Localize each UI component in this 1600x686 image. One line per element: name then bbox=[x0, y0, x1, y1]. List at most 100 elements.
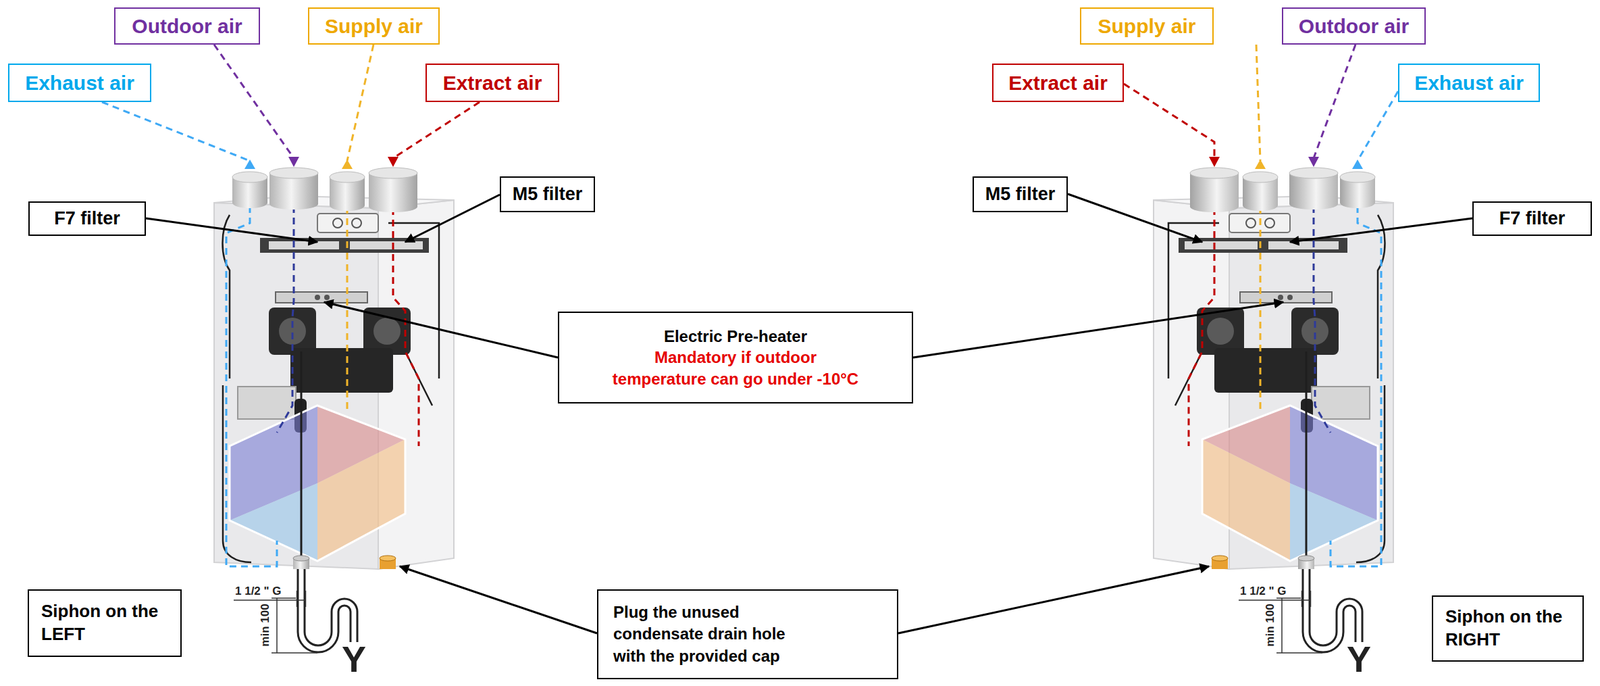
heat-exchanger bbox=[229, 405, 406, 561]
part-label-box: F7 filter bbox=[28, 201, 146, 236]
air-label-box: Supply air bbox=[307, 7, 440, 45]
motor-block bbox=[290, 347, 394, 393]
siphon-box: Siphon on the LEFT bbox=[27, 588, 182, 657]
arrowhead bbox=[1308, 156, 1320, 167]
f7-filter bbox=[268, 241, 340, 250]
heater-dot bbox=[314, 294, 321, 300]
fan-hub bbox=[373, 317, 401, 345]
arrowhead bbox=[341, 159, 353, 169]
condensate-pipe bbox=[300, 351, 303, 558]
air-leader bbox=[1256, 44, 1261, 161]
control-knob bbox=[332, 218, 343, 228]
port bbox=[368, 167, 418, 179]
port bbox=[269, 198, 319, 210]
air-label-box: Extract air bbox=[992, 63, 1124, 102]
node-text: Supply air bbox=[318, 14, 429, 39]
air-label-box: Outdoor air bbox=[1281, 7, 1426, 45]
node-text: M5 filter bbox=[510, 183, 585, 205]
ventilation-unit bbox=[214, 167, 454, 569]
leader-line bbox=[399, 565, 598, 633]
siphon bbox=[1238, 568, 1359, 653]
port bbox=[368, 201, 418, 213]
wire bbox=[222, 214, 440, 562]
dimension-label: min 100 bbox=[259, 603, 271, 646]
fan bbox=[363, 307, 411, 355]
air-leader bbox=[1123, 83, 1215, 159]
pre-heater bbox=[275, 291, 368, 303]
node-text: F7 filter bbox=[1483, 207, 1582, 229]
dimension-label: min 100 bbox=[1264, 603, 1276, 646]
exchanger-panel bbox=[317, 439, 406, 561]
air-arrowheads bbox=[244, 156, 1363, 169]
port bbox=[232, 171, 268, 183]
node-text: Extract air bbox=[436, 70, 549, 96]
siphon bbox=[233, 568, 354, 653]
exchanger-panel bbox=[229, 482, 318, 561]
node-text: Outdoor air bbox=[1292, 14, 1415, 39]
node-text: Electric Pre-heater bbox=[572, 325, 899, 347]
air-leader bbox=[1357, 91, 1399, 161]
drain-hole bbox=[293, 555, 310, 561]
ventilation-unit bbox=[1153, 167, 1394, 569]
node-text: M5 filter bbox=[983, 183, 1057, 205]
node-text: Extract air bbox=[1002, 70, 1114, 96]
air-leader bbox=[347, 44, 374, 161]
siphon-pipe bbox=[301, 568, 354, 649]
port bbox=[329, 171, 365, 183]
leader-line bbox=[898, 565, 1209, 633]
node-text: Mandatory if outdoor temperature can go … bbox=[608, 346, 863, 389]
control-knob bbox=[351, 218, 362, 228]
note-box: Plug the unused condensate drain hole wi… bbox=[597, 588, 899, 679]
air-label-box: Outdoor air bbox=[114, 7, 261, 45]
outdoor-path bbox=[276, 205, 294, 433]
air-leader bbox=[101, 101, 250, 161]
air-leaders bbox=[101, 44, 1399, 161]
air-label-box: Extract air bbox=[425, 63, 560, 102]
part-label-box: M5 filter bbox=[972, 176, 1068, 213]
node-text: Plug the unused condensate drain hole wi… bbox=[613, 601, 810, 667]
node-text: Siphon on the RIGHT bbox=[1445, 605, 1571, 652]
m5-filter bbox=[349, 241, 423, 250]
air-leader bbox=[393, 101, 480, 159]
leader-line bbox=[145, 218, 318, 242]
dimension-label: 1 1/2 " G bbox=[235, 584, 282, 597]
dimension-label: 1 1/2 " G bbox=[1240, 584, 1287, 597]
siphon-pipe bbox=[301, 568, 354, 649]
node-text: Outdoor air bbox=[124, 14, 250, 39]
node-text: Exhaust air bbox=[1408, 70, 1530, 96]
arrowhead bbox=[1254, 159, 1266, 169]
part-label-box: F7 filter bbox=[1472, 201, 1592, 236]
siphon-box: Siphon on the RIGHT bbox=[1431, 595, 1584, 662]
arrowhead bbox=[288, 156, 300, 167]
port bbox=[269, 167, 319, 179]
leader-line bbox=[1067, 193, 1203, 242]
pipe-label: Y bbox=[341, 640, 367, 677]
drain-cap bbox=[379, 555, 396, 561]
arrowhead bbox=[1208, 156, 1220, 167]
leader-line bbox=[405, 194, 500, 242]
arrowhead bbox=[244, 159, 256, 169]
part-label-box: M5 filter bbox=[499, 176, 596, 213]
note-box: Electric Pre-heaterMandatory if outdoor … bbox=[557, 311, 914, 404]
leader-line bbox=[913, 301, 1284, 358]
port bbox=[329, 199, 365, 211]
exhaust-path bbox=[226, 205, 277, 566]
arrowhead bbox=[1352, 159, 1363, 169]
air-label-box: Exhaust air bbox=[8, 63, 152, 102]
node-text: Supply air bbox=[1090, 14, 1203, 39]
arrowhead bbox=[387, 156, 399, 167]
leader-line bbox=[1289, 218, 1473, 242]
extract-path bbox=[393, 208, 419, 446]
pipe-label: Y bbox=[1346, 640, 1372, 677]
air-leader bbox=[1313, 44, 1356, 159]
part-leaders bbox=[145, 193, 1473, 633]
air-leader bbox=[214, 44, 294, 159]
node-text: Exhaust air bbox=[18, 70, 141, 96]
heater-dot bbox=[324, 294, 330, 300]
dimension-line bbox=[271, 597, 318, 653]
air-label-box: Supply air bbox=[1079, 7, 1214, 45]
filter-bar bbox=[260, 237, 429, 253]
leader-line bbox=[324, 301, 558, 358]
supply-path bbox=[346, 206, 349, 412]
node-text: F7 filter bbox=[39, 207, 136, 229]
